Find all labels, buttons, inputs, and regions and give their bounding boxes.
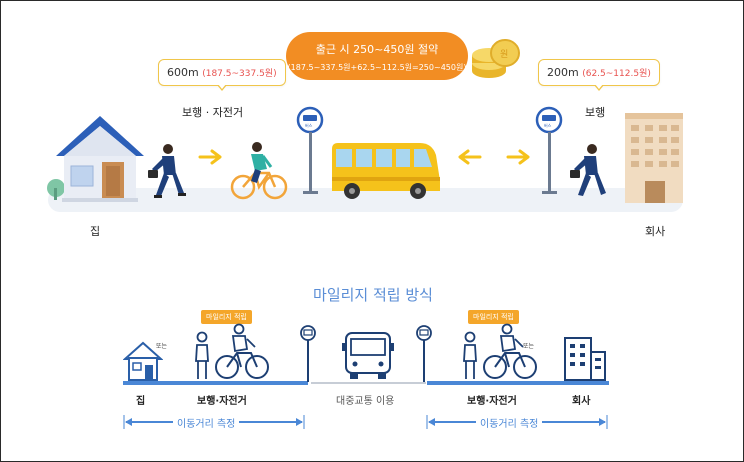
arrow-right-icon — [198, 149, 222, 165]
bus-icon — [342, 332, 394, 379]
bottom-right-mode-label: 보행·자전거 — [467, 396, 517, 407]
walk-bike-segment-right — [427, 381, 609, 385]
house-icon — [123, 341, 163, 381]
svg-text:원: 원 — [500, 49, 508, 60]
measure-label-left: 이동거리 측정 — [173, 415, 240, 430]
bus-stop-icon — [300, 325, 316, 382]
person-cycling-icon — [215, 323, 269, 379]
measure-label-right: 이동거리 측정 — [476, 415, 543, 430]
left-mode-label: 보행 · 자전거 — [182, 106, 244, 119]
person-walking-icon — [570, 144, 606, 196]
home-label: 집 — [90, 225, 101, 238]
house-icon — [47, 116, 144, 202]
arrow-left-icon — [458, 149, 482, 165]
mileage-method-title: 마일리지 적립 방식 — [313, 286, 433, 304]
walk-bike-segment-left — [123, 381, 308, 385]
ground-strip — [48, 188, 683, 212]
person-walking-icon — [463, 331, 477, 379]
person-cycling-icon — [230, 142, 288, 200]
right-distance: 200m — [547, 66, 579, 79]
bottom-left-mode-label: 보행·자전거 — [197, 396, 247, 407]
or-label-right: 또는 — [523, 343, 535, 350]
savings-formula: (187.5~337.5원+62.5~112.5원=250~450원) — [287, 63, 467, 72]
coin-stack-icon: 원 — [472, 39, 520, 78]
arrow-right-icon — [506, 149, 530, 165]
savings-headline: 출근 시 250~450원 절약 — [315, 43, 439, 56]
person-walking-icon — [195, 331, 209, 379]
left-distance: 600m — [167, 66, 199, 79]
or-label-left: 또는 — [156, 343, 168, 350]
bus-icon — [332, 143, 440, 199]
mileage-tag-right: 마일리지 적립 — [468, 310, 519, 324]
right-amount: (62.5~112.5원) — [582, 69, 651, 79]
right-distance-callout: 200m (62.5~112.5원) — [538, 59, 660, 91]
mileage-tag-left: 마일리지 적립 — [201, 310, 252, 324]
bus-stop-icon: 버스 — [535, 106, 563, 194]
right-mode-label: 보행 — [585, 106, 606, 119]
bottom-home-label: 집 — [136, 396, 146, 407]
bus-stop-icon — [416, 325, 432, 382]
bus-stop-sign-text: 버스 — [305, 122, 313, 128]
transit-label: 대중교통 이용 — [336, 396, 395, 407]
bus-stop-sign-text: 버스 — [544, 122, 552, 128]
company-label: 회사 — [645, 225, 666, 238]
office-building-icon — [564, 337, 606, 381]
transit-segment — [311, 382, 426, 384]
person-cycling-icon — [483, 323, 537, 379]
savings-banner: 출근 시 250~450원 절약 (187.5~337.5원+62.5~112.… — [286, 32, 468, 80]
left-amount: (187.5~337.5원) — [202, 69, 277, 79]
office-building-icon — [625, 113, 683, 203]
person-walking-icon — [148, 144, 186, 198]
bottom-company-label: 회사 — [572, 396, 591, 407]
left-distance-callout: 600m (187.5~337.5원) — [158, 59, 286, 91]
bus-stop-icon: 버스 — [296, 106, 324, 194]
